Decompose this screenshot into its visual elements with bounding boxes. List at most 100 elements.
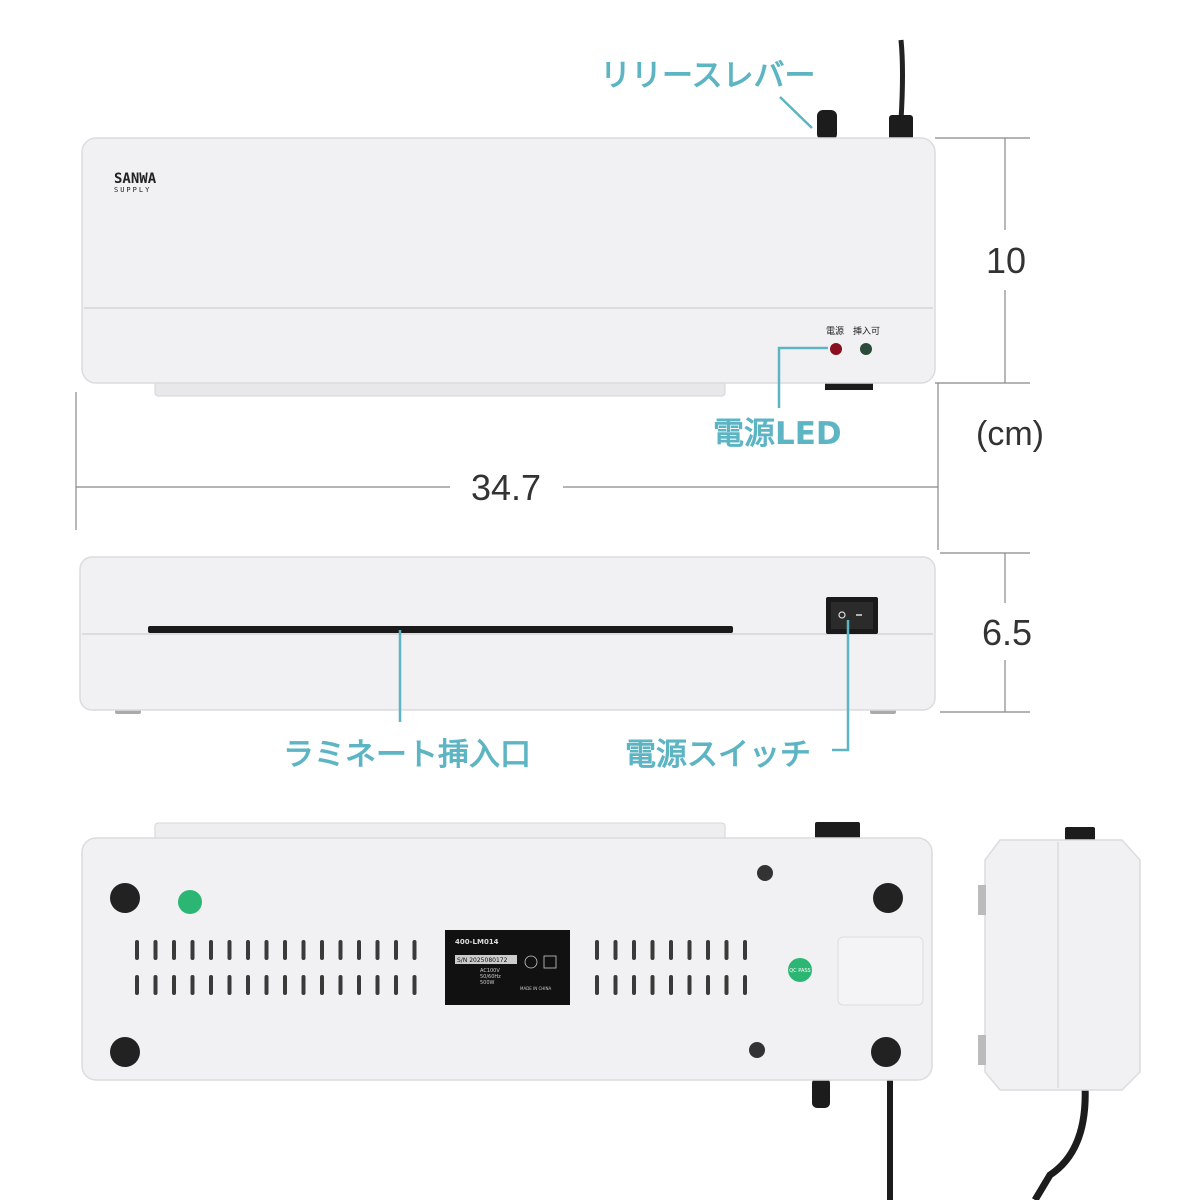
dimension-depth: 6.5 [940, 552, 1032, 713]
qc-sticker-text: QC PASS [789, 968, 810, 974]
vent-slot [706, 940, 710, 960]
vent-slot [650, 940, 655, 960]
screw-hole [749, 1042, 765, 1058]
vent-slot [613, 940, 618, 960]
brand-logo: SANWA [114, 171, 157, 187]
vent-slot [209, 940, 213, 960]
power-switch-leader [832, 620, 850, 752]
rubber-foot [110, 1037, 140, 1067]
ready-led [860, 343, 872, 355]
vent-slot [687, 975, 692, 995]
label-frequency: 50/60Hz [480, 974, 501, 980]
vent-slot [669, 975, 673, 995]
vent-slot [190, 975, 195, 995]
vent-slot [394, 975, 398, 995]
vent-slot [301, 975, 306, 995]
top-view: SANWA SUPPLY 電源 挿入可 [81, 39, 936, 397]
power-cord-top [898, 39, 905, 121]
vent-slot [743, 940, 747, 960]
brand-logo-sub: SUPPLY [114, 186, 151, 194]
cover-panel [837, 936, 924, 1006]
vent-slot [412, 940, 417, 960]
vent-slot [283, 975, 287, 995]
side-power-cord [1031, 1084, 1089, 1200]
vent-slot [375, 975, 380, 995]
vent-slot [338, 940, 343, 960]
bottom-view: QC PASS 400-LM014 S/N 2025080172 AC100V … [81, 822, 933, 1200]
vent-slot [375, 940, 380, 960]
power-led-callout: 電源LED [713, 416, 842, 452]
vent-slot [743, 975, 747, 995]
laminate-slot [148, 626, 733, 633]
side-view [978, 827, 1141, 1200]
lever-bottom [812, 1078, 830, 1108]
release-lever [817, 110, 837, 140]
power-switch-callout: 電源スイッチ [625, 737, 811, 773]
vent-slot [264, 940, 269, 960]
vent-slot [394, 940, 398, 960]
qc-sticker [788, 958, 812, 982]
switch-off-mark [838, 611, 846, 619]
vent-slot [595, 940, 599, 960]
vent-slot [246, 975, 250, 995]
ready-indicator-label: 挿入可 [853, 325, 880, 337]
dimension-height-value: 10 [986, 240, 1026, 281]
vent-grille [135, 940, 747, 995]
vent-slot [687, 940, 692, 960]
power-led-leader [777, 346, 828, 408]
front-view [79, 556, 936, 714]
vent-slot [135, 940, 139, 960]
label-model: 400-LM014 [455, 938, 499, 946]
vent-slot [301, 940, 306, 960]
vent-slot [153, 940, 158, 960]
vent-slot [283, 940, 287, 960]
vent-slot [135, 975, 139, 995]
vent-slot [724, 975, 729, 995]
dimension-width: 34.7 [75, 383, 939, 550]
vent-slot [246, 940, 250, 960]
release-lever-leader [779, 96, 813, 129]
rating-label: 400-LM014 S/N 2025080172 AC100V 50/60Hz … [445, 930, 570, 1005]
rubber-foot [871, 1037, 901, 1067]
switch-edge-bottom [815, 822, 860, 840]
laminator-top-body [81, 137, 936, 384]
dimension-height: 10 [935, 137, 1030, 384]
vent-slot [595, 975, 599, 995]
rubber-foot [873, 883, 903, 913]
vent-slot [153, 975, 158, 995]
vent-slot [613, 975, 618, 995]
label-voltage: AC100V [480, 968, 500, 974]
dimension-unit: (cm) [976, 415, 1044, 453]
vent-slot [412, 975, 417, 995]
vent-slot [227, 975, 232, 995]
vent-slot [190, 940, 195, 960]
vent-slot [320, 975, 324, 995]
vent-slot [338, 975, 343, 995]
vent-slot [669, 940, 673, 960]
vent-slot [320, 940, 324, 960]
vent-slot [632, 940, 636, 960]
vent-slot [357, 940, 361, 960]
laminate-slot-callout: ラミネート挿入口 [283, 737, 531, 773]
vent-slot [650, 975, 655, 995]
vent-slot [724, 940, 729, 960]
vent-slot [172, 975, 176, 995]
label-power: 500W [480, 980, 495, 986]
vent-slot [172, 940, 176, 960]
vent-slot [209, 975, 213, 995]
cord-plug-top [889, 115, 913, 140]
dimension-depth-value: 6.5 [982, 612, 1032, 653]
vent-slot [357, 975, 361, 995]
vent-slot [227, 940, 232, 960]
vent-slot [706, 975, 710, 995]
power-led [830, 343, 842, 355]
label-origin: MADE IN CHINA [520, 986, 551, 991]
screw-hole [757, 865, 773, 881]
side-switch [1065, 827, 1095, 843]
qc-sticker [178, 890, 202, 914]
laminator-side-body [984, 839, 1141, 1091]
power-switch-rocker [831, 602, 873, 629]
release-lever-callout: リリースレバー [600, 58, 815, 94]
rubber-foot [110, 883, 140, 913]
